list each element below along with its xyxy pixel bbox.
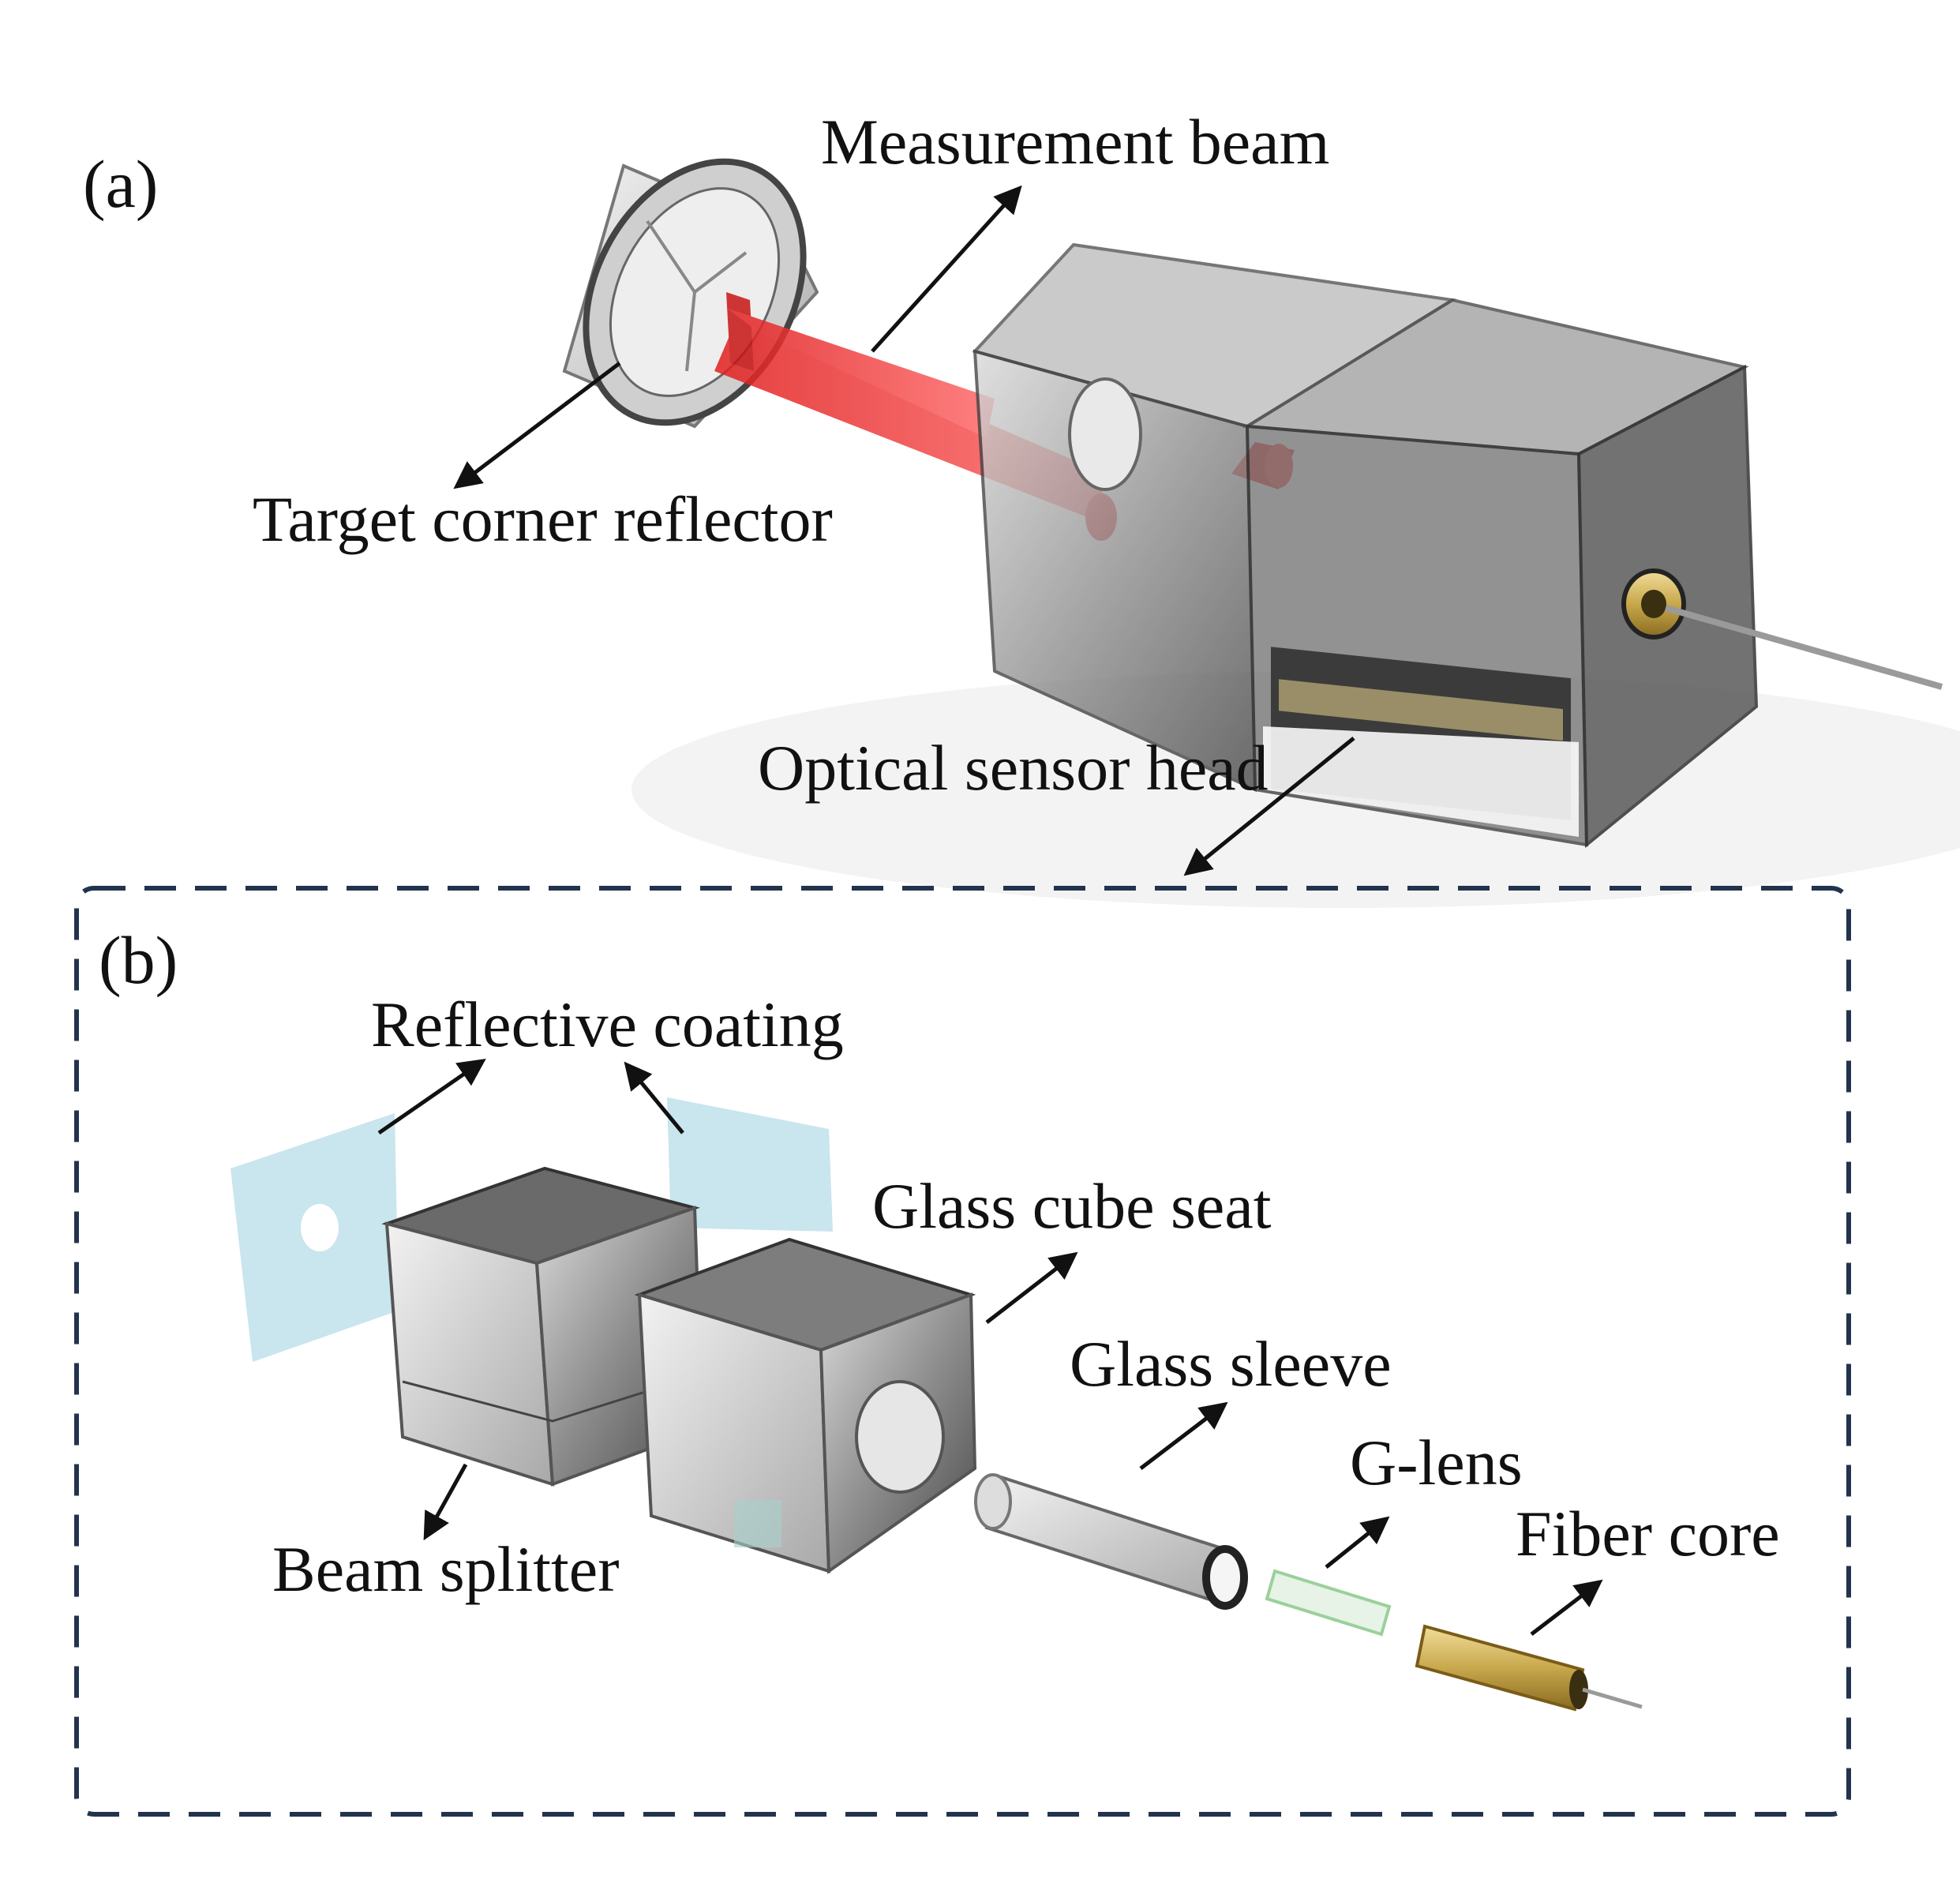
g-lens (1265, 1569, 1392, 1637)
measurement-beam-arrow (871, 185, 1022, 353)
target-corner-reflector-label: Target corner reflector (253, 483, 833, 555)
fiber-core (1415, 1624, 1643, 1712)
glass-cube-seat (634, 1237, 977, 1574)
reflective-coating-label: Reflective coating (371, 988, 844, 1060)
fiber-core-arrow (1530, 1579, 1603, 1636)
reflective-coating-left (230, 1113, 399, 1362)
panel-b-label: (b) (99, 922, 178, 998)
reflective-coating-right (667, 1097, 833, 1232)
beam-splitter-arrow (423, 1463, 468, 1541)
panel-b: (b) (74, 886, 1851, 1817)
panel-a: (a) (83, 106, 1960, 908)
glass-sleeve-label: Glass sleeve (1070, 1328, 1392, 1400)
glass-cube-seat-label: Glass cube seat (872, 1170, 1272, 1242)
target-corner-reflector-arrow (453, 362, 621, 489)
optical-sensor-head (972, 242, 1943, 849)
panel-a-label: (a) (83, 146, 158, 222)
glass-sleeve (974, 1473, 1248, 1610)
fiber (1664, 605, 1943, 690)
reflective-coating-arrow-left (377, 1059, 486, 1135)
target-corner-reflector (562, 158, 819, 429)
optical-sensor-head-label: Optical sensor head (758, 732, 1269, 804)
g-lens-arrow (1325, 1516, 1390, 1569)
optical-sensor-head-arrow (1183, 737, 1355, 876)
beam-splitter-label: Beam splitter (272, 1533, 620, 1605)
panel-b-frame (74, 886, 1851, 1817)
measurement-beam-label: Measurement beam (821, 106, 1329, 178)
reflective-coating-arrow-right (624, 1061, 684, 1135)
glass-cube-seat-arrow (985, 1251, 1078, 1324)
glass-sleeve-arrow (1139, 1401, 1228, 1470)
g-lens-label: G-lens (1350, 1427, 1523, 1498)
fiber-core-label: Fiber core (1516, 1498, 1780, 1570)
